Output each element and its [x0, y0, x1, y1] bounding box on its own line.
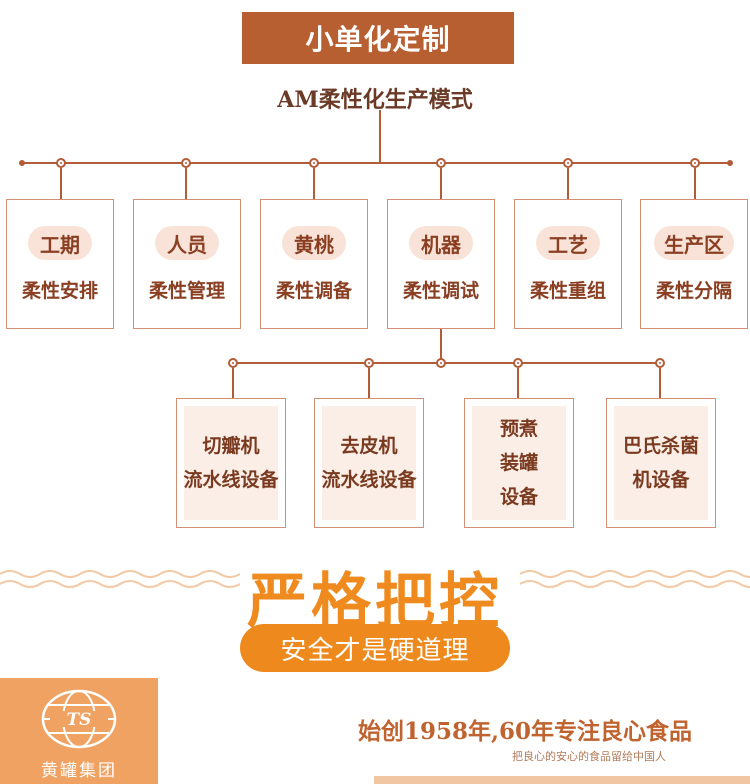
connector-line — [368, 368, 370, 398]
card-tag: 人员 — [155, 226, 219, 260]
wave-decoration-left — [0, 570, 240, 588]
card-label: 柔性安排 — [21, 280, 98, 302]
footer-subtagline: 把良心的安心的食品留给中国人 — [512, 750, 666, 763]
equipment-card-precook-canning: 预煮 装罐 设备 — [464, 398, 574, 528]
card-line: 机设备 — [632, 469, 690, 491]
connector-node — [655, 358, 665, 368]
brand-name: 黄罐集团 — [41, 761, 117, 781]
connector-line — [440, 329, 442, 363]
flex-card-peach: 黄桃 柔性调备 — [260, 199, 368, 329]
connector-line — [659, 368, 661, 398]
connector-line — [185, 168, 187, 199]
connector-line — [567, 168, 569, 199]
card-line: 去皮机 — [340, 435, 398, 457]
connector-node — [436, 158, 446, 168]
connector-node — [436, 358, 446, 368]
footer-tagline: 始创1958年,60年专注良心食品 — [358, 718, 693, 745]
svg-text:TS: TS — [67, 710, 92, 730]
card-label: 柔性调试 — [402, 280, 479, 302]
equipment-card-pasteurizer: 巴氏杀菌 机设备 — [606, 398, 716, 528]
card-label: 柔性管理 — [148, 280, 225, 302]
connector-line — [379, 110, 381, 162]
connector-node — [56, 158, 66, 168]
connector-node — [228, 358, 238, 368]
connector-node — [364, 358, 374, 368]
flex-card-production-area: 生产区 柔性分隔 — [640, 199, 748, 329]
equipment-card-slicer: 切瓣机 流水线设备 — [176, 398, 286, 528]
equipment-card-peeler: 去皮机 流水线设备 — [314, 398, 424, 528]
card-label: 柔性调备 — [275, 280, 352, 302]
flex-card-staff: 人员 柔性管理 — [133, 199, 241, 329]
card-line: 流水线设备 — [321, 469, 417, 491]
line-end-dot — [727, 160, 733, 166]
connector-node — [181, 158, 191, 168]
card-line: 流水线设备 — [183, 469, 279, 491]
card-tag: 黄桃 — [282, 226, 346, 260]
connector-node — [513, 358, 523, 368]
connector-node — [309, 158, 319, 168]
connector-line — [694, 168, 696, 199]
card-line: 切瓣机 — [202, 435, 260, 457]
card-tag: 生产区 — [654, 226, 734, 260]
flex-card-machine: 机器 柔性调试 — [387, 199, 495, 329]
card-tag: 工艺 — [536, 226, 600, 260]
card-line: 设备 — [499, 486, 538, 508]
flex-card-process: 工艺 柔性重组 — [514, 199, 622, 329]
wave-decoration-right — [520, 570, 750, 588]
card-label: 柔性重组 — [529, 280, 606, 302]
card-line: 装罐 — [499, 452, 538, 474]
slogan-badge: 安全才是硬道理 — [240, 624, 510, 672]
connector-node — [563, 158, 573, 168]
flex-card-schedule: 工期 柔性安排 — [6, 199, 114, 329]
top-banner: 小单化定制 — [242, 12, 514, 64]
production-mode-title: AM柔性化生产模式 — [277, 87, 473, 113]
card-line: 预煮 — [499, 418, 538, 440]
connector-line — [60, 168, 62, 199]
connector-line — [232, 362, 662, 364]
card-line: 巴氏杀菌 — [622, 435, 699, 457]
connector-line — [440, 168, 442, 199]
line-end-dot — [19, 160, 25, 166]
connector-node — [690, 158, 700, 168]
card-label: 柔性分隔 — [655, 280, 732, 302]
card-tag: 工期 — [28, 226, 92, 260]
card-tag: 机器 — [409, 226, 473, 260]
globe-logo-icon: TS — [41, 689, 117, 749]
connector-line — [22, 162, 730, 164]
brand-logo-panel: TS — [0, 678, 158, 784]
connector-line — [313, 168, 315, 199]
footer-accent-bar — [374, 776, 750, 784]
connector-line — [232, 368, 234, 398]
connector-line — [517, 368, 519, 398]
